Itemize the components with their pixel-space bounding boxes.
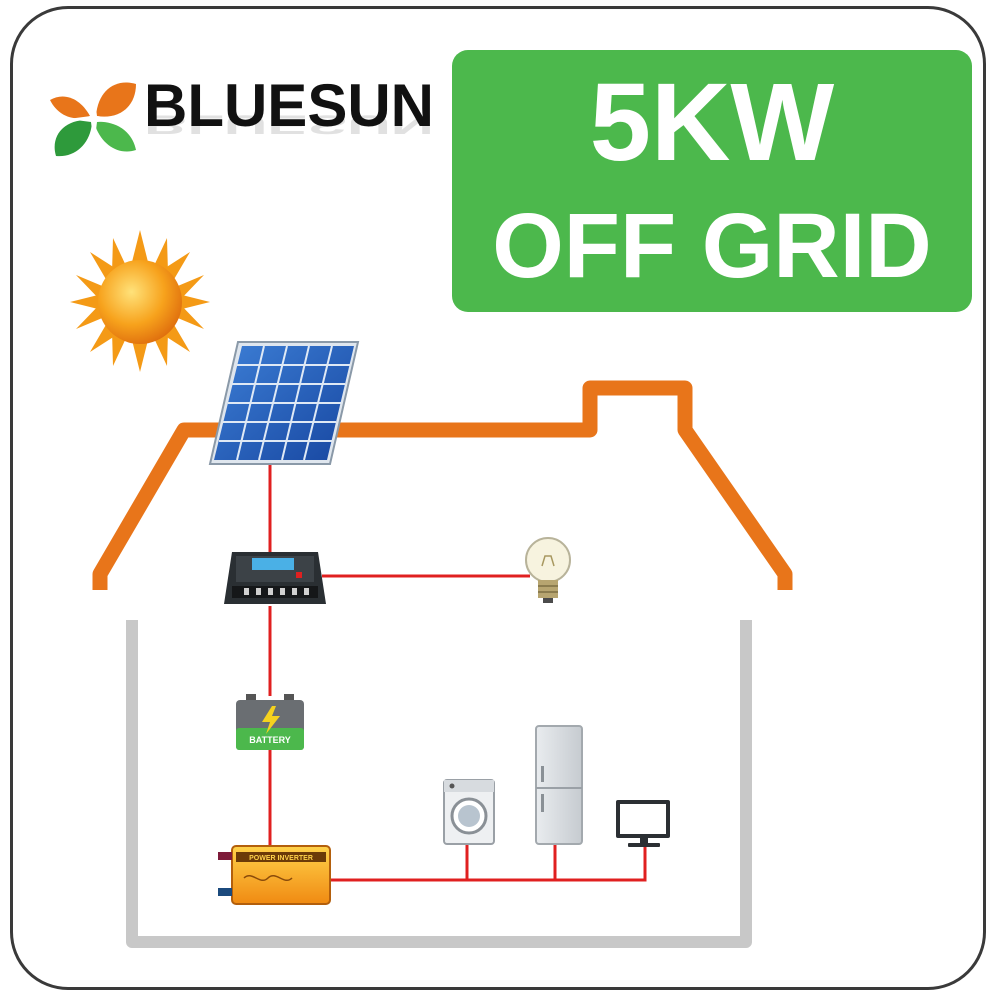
refrigerator-icon bbox=[535, 725, 583, 845]
charge-controller-icon bbox=[224, 552, 326, 604]
badge-power-rating: 5KW bbox=[589, 61, 835, 184]
solar-panel-icon bbox=[208, 341, 360, 465]
system-badge: 5KW OFF GRID bbox=[452, 50, 972, 312]
house-roof bbox=[92, 380, 793, 590]
brand-logo: BLUESUN BLUESUN bbox=[44, 66, 444, 176]
inverter-icon: POWER INVERTER bbox=[218, 845, 331, 905]
washing-machine-icon bbox=[443, 779, 495, 845]
bluesun-leaf-icon bbox=[50, 82, 136, 157]
battery-label: BATTERY bbox=[249, 735, 291, 745]
brand-name: BLUESUN bbox=[144, 72, 435, 139]
sun-icon bbox=[70, 230, 210, 372]
house-wall bbox=[126, 620, 752, 948]
inverter-label: POWER INVERTER bbox=[249, 855, 313, 862]
tv-icon bbox=[616, 800, 670, 847]
badge-system-type: OFF GRID bbox=[492, 195, 932, 297]
light-bulb-icon bbox=[525, 537, 571, 603]
wiring bbox=[268, 462, 647, 882]
battery-icon: BATTERY bbox=[236, 694, 304, 750]
